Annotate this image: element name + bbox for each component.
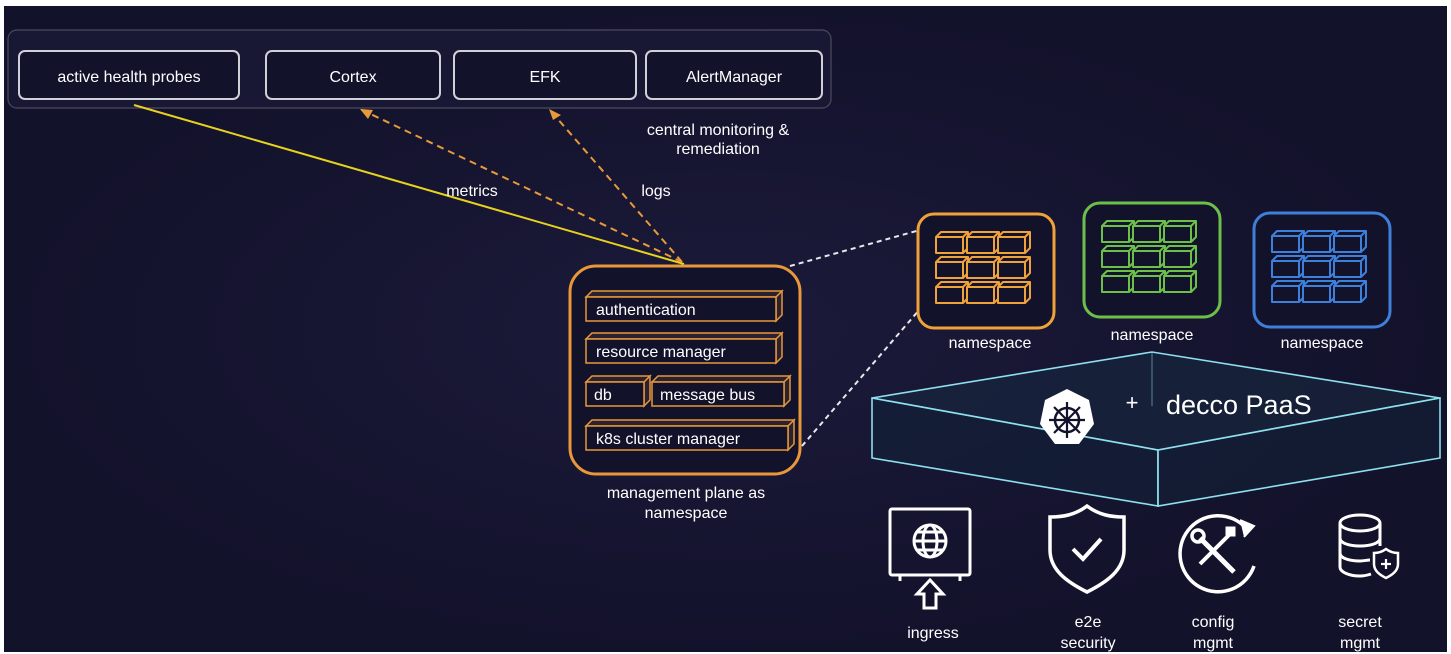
tool-alertmanager: AlertManager xyxy=(645,50,823,100)
container-cube-icon xyxy=(966,256,1000,279)
container-cube-icon xyxy=(1163,245,1197,268)
container-cube-icon xyxy=(1163,270,1197,293)
container-cube-icon xyxy=(935,231,969,254)
container-cube-icon xyxy=(966,231,1000,254)
component-label: db xyxy=(594,387,612,404)
capability-e2e-security-line1: e2e xyxy=(1075,614,1102,631)
tool-label: Cortex xyxy=(329,69,376,86)
logs-flow-cortex xyxy=(359,108,683,263)
management-caption-line2: namespace xyxy=(645,505,728,522)
diagram-canvas: active health probes Cortex EFK AlertMan… xyxy=(4,6,1447,652)
globe-upload-icon xyxy=(888,507,972,610)
management-caption-line1: management plane as xyxy=(607,485,765,502)
capability-ingress-label: ingress xyxy=(907,625,959,642)
namespace-blue xyxy=(1252,211,1392,329)
container-cube-icon xyxy=(935,281,969,304)
architecture-diagram: active health probes Cortex EFK AlertMan… xyxy=(4,6,1447,652)
container-cube-icon xyxy=(935,256,969,279)
tool-label: AlertManager xyxy=(686,69,783,86)
capability-config-mgmt-line1: config xyxy=(1192,614,1235,631)
component-label: authentication xyxy=(596,302,696,319)
wrench-screwdriver-cycle-icon xyxy=(1178,513,1256,594)
container-cube-icon xyxy=(1101,220,1135,243)
tool-cortex: Cortex xyxy=(265,50,441,100)
platform-title: decco PaaS xyxy=(1166,390,1312,420)
tool-efk: EFK xyxy=(453,50,637,100)
container-cube-icon xyxy=(1271,280,1305,303)
container-cube-icon xyxy=(1302,255,1336,278)
kubernetes-icon xyxy=(1040,389,1094,444)
container-cube-icon xyxy=(1271,230,1305,253)
capability-secret-mgmt-line2: mgmt xyxy=(1340,635,1381,652)
container-cube-icon xyxy=(1302,230,1336,253)
monitoring-panel: active health probes Cortex EFK AlertMan… xyxy=(7,29,832,109)
component-resource-manager: resource manager xyxy=(584,331,784,365)
component-label: resource manager xyxy=(596,344,727,361)
logs-flow-efk xyxy=(548,108,683,263)
component-db: db xyxy=(584,374,652,408)
container-cube-icon xyxy=(1132,270,1166,293)
namespace-green xyxy=(1082,201,1222,319)
container-cube-icon xyxy=(997,281,1031,304)
monitoring-caption-line1: central monitoring & xyxy=(647,122,790,139)
monitoring-caption-line2: remediation xyxy=(676,141,760,158)
tool-active-health-probes: active health probes xyxy=(18,50,240,100)
container-cube-icon xyxy=(997,256,1031,279)
component-label: message bus xyxy=(660,387,755,404)
component-authentication: authentication xyxy=(584,289,784,323)
logs-label: logs xyxy=(641,183,670,200)
container-cube-icon xyxy=(1302,280,1336,303)
metrics-flow xyxy=(133,104,685,265)
metrics-label: metrics xyxy=(446,183,498,200)
tool-label: EFK xyxy=(529,69,560,86)
container-cube-icon xyxy=(1132,220,1166,243)
capability-e2e-security-line2: security xyxy=(1060,635,1115,652)
container-cube-icon xyxy=(1333,255,1367,278)
capability-secret-mgmt-line1: secret xyxy=(1338,614,1382,631)
container-cube-icon xyxy=(1271,255,1305,278)
container-cube-icon xyxy=(997,231,1031,254)
namespace-connector xyxy=(789,229,921,447)
namespace-label: namespace xyxy=(949,335,1032,352)
tool-label: active health probes xyxy=(57,69,200,86)
container-cube-icon xyxy=(1163,220,1197,243)
namespace-label: namespace xyxy=(1281,335,1364,352)
component-k8s-cluster-manager: k8s cluster manager xyxy=(584,418,796,452)
component-label: k8s cluster manager xyxy=(596,431,741,448)
shield-check-icon xyxy=(1048,503,1126,594)
container-cube-icon xyxy=(1333,280,1367,303)
namespace-orange xyxy=(916,212,1056,330)
capability-config-mgmt-line2: mgmt xyxy=(1193,635,1234,652)
platform-plus: + xyxy=(1126,390,1139,415)
namespace-label: namespace xyxy=(1111,327,1194,344)
container-cube-icon xyxy=(1101,245,1135,268)
container-cube-icon xyxy=(1101,270,1135,293)
database-shield-icon xyxy=(1338,513,1400,580)
management-plane: authentication resource manager db messa… xyxy=(568,264,802,476)
component-message-bus: message bus xyxy=(650,374,792,408)
container-cube-icon xyxy=(1333,230,1367,253)
container-cube-icon xyxy=(966,281,1000,304)
container-cube-icon xyxy=(1132,245,1166,268)
